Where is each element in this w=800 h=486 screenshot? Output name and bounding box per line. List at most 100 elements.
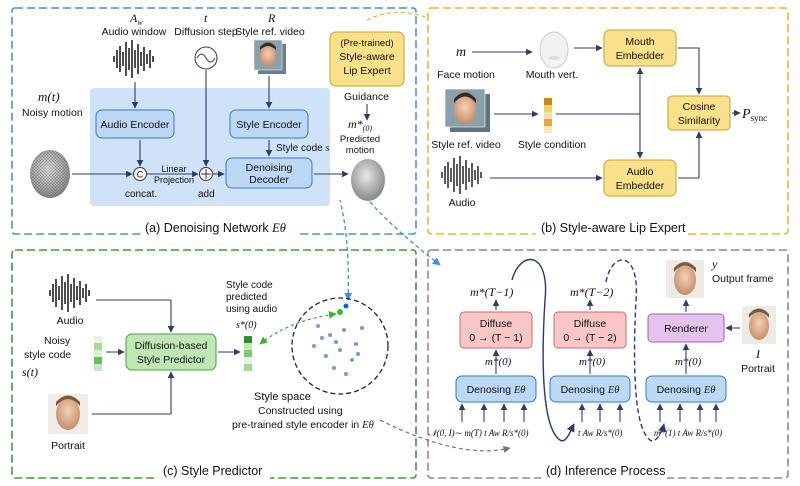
portrait-c-icon <box>48 394 88 434</box>
portrait-c-label: Portrait <box>51 440 85 452</box>
predicted-motion-label-1: Predicted <box>340 134 380 145</box>
diffuse-1-label: Diffuse <box>480 318 513 330</box>
noisy-motion-label: Noisy motion <box>22 107 83 119</box>
concat-label: concat. <box>125 189 157 200</box>
selected-style-point <box>337 309 343 315</box>
denoising-decoder-label-1: Denoising <box>246 162 293 174</box>
style-ref-video-b-label: Style ref. video <box>431 139 501 151</box>
noisy-motion-symbol: m(t) <box>38 89 60 104</box>
add-label: add <box>198 189 215 200</box>
noisy-style-bar <box>94 336 102 371</box>
lip-expert-label-3: Lip Expert <box>343 65 390 77</box>
guidance-label: Guidance <box>344 91 389 103</box>
concat-node <box>133 167 147 181</box>
portrait-d-icon <box>742 306 776 344</box>
noisy-style-symbol: s(t) <box>22 365 38 379</box>
audio-embedder-block <box>603 159 677 197</box>
inputs-2: t Aw R/s*(0) <box>578 428 622 438</box>
diffuse-1-range: 0 → (T − 1) <box>469 332 522 344</box>
style-space-points <box>312 324 364 376</box>
style-video-thumbnail <box>253 39 286 74</box>
noisy-style-label-1: Noisy <box>44 335 71 347</box>
panel-c-caption: (c) Style Predictor <box>163 464 262 478</box>
lip-expert-label-2: Style-aware <box>339 51 395 63</box>
style-space-line-2: pre-trained style encoder in Eθ <box>232 419 374 431</box>
cosine-label-2: Similarity <box>678 115 721 127</box>
predicted-motion-symbol: m*(0) <box>348 117 372 133</box>
audio-waveform-icon <box>113 40 154 78</box>
denoising-block-2 <box>549 375 631 403</box>
style-space-line-1: Constructed using <box>258 405 343 417</box>
style-predictor-label-2: Style Predictor <box>137 354 206 366</box>
pred-style-label-2: predicted <box>226 292 267 303</box>
m-t2-label: m*(T−2) <box>570 285 613 299</box>
m0-label-3: m*(0) <box>675 356 702 368</box>
pred-style-symbol: s*(0) <box>236 320 257 331</box>
style-encoder-label: Style Encoder <box>236 119 302 131</box>
noisy-mesh-icon <box>30 150 70 198</box>
renderer-label: Renderer <box>664 323 708 335</box>
m-t1-label: m*(T−1) <box>470 285 513 299</box>
style-predictor-label-1: Diffusion-based <box>135 340 208 352</box>
predicted-motion-label-2: motion <box>346 145 375 156</box>
audio-waveform-c-icon <box>49 274 90 312</box>
m0-label-1: m*(0) <box>485 356 512 368</box>
denoising-block-3 <box>645 375 727 403</box>
style-ref-video-b <box>444 88 490 132</box>
lip-expert-block <box>329 31 405 87</box>
cosine-label-1: Cosine <box>683 101 716 113</box>
audio-waveform-b-icon <box>441 156 482 194</box>
pred-style-bar <box>244 336 252 371</box>
style-predictor-block <box>125 333 217 371</box>
noisy-style-label-2: style code <box>24 349 71 361</box>
audio-b-label: Audio <box>449 197 476 209</box>
inputs-1: 𝒩(0, I)∼ m(T) t Aw R/s*(0) <box>428 428 529 438</box>
diffusion-step-symbol: t <box>204 11 208 25</box>
style-ref-label: Style ref. video <box>235 26 305 38</box>
m0-label-2: m*(0) <box>579 356 606 368</box>
input-arrows <box>458 403 720 422</box>
audio-encoder-block <box>95 109 175 139</box>
panel-a-caption: (a) Denoising Network Eθ <box>145 221 286 235</box>
lip-expert-label-1: (Pre-trained) <box>340 38 393 49</box>
denoising-block-1 <box>455 375 537 403</box>
portrait-i-symbol: I <box>755 347 761 361</box>
style-space-title: Style space <box>254 391 311 403</box>
predicted-mesh-icon <box>351 159 385 201</box>
mouth-embedder-label-2: Embedder <box>616 50 665 62</box>
panel-d-caption: (d) Inference Process <box>546 464 666 478</box>
style-code-label: Style code s <box>276 143 329 154</box>
face-motion-symbol: m <box>456 45 466 60</box>
mouth-vert-label: Mouth vert. <box>526 69 579 81</box>
audio-embedder-label-2: Embedder <box>616 180 665 192</box>
linear-projection-label-1: Linear <box>161 164 186 174</box>
denoising-decoder-label-2: Decoder <box>249 174 289 186</box>
panel-b-caption: (b) Style-aware Lip Expert <box>541 221 686 235</box>
panel-a-frame <box>11 7 417 235</box>
audio-window-symbol: Aw <box>129 11 143 27</box>
linear-projection-label-2: Projection <box>154 175 194 185</box>
audio-embedder-label-1: Audio <box>627 166 654 178</box>
denoising-decoder-block <box>225 157 313 189</box>
sine-wave-icon <box>194 46 218 70</box>
denoising-2-label: Denosing Eθ <box>561 384 620 396</box>
diffuse-2-range: 0 → (T − 2) <box>563 332 616 344</box>
denoising-3-label: Denosing Eθ <box>657 384 716 396</box>
inputs-3: m*(1) t Aw R/s*(0) <box>654 428 722 438</box>
mouth-embedder-block <box>603 29 677 67</box>
denoising-1-label: Denosing Eθ <box>467 384 526 396</box>
output-y-symbol: y <box>711 257 718 271</box>
style-condition-bar <box>544 98 552 133</box>
output-frame-label: Output frame <box>712 273 773 285</box>
diffuse-2-label: Diffuse <box>574 318 607 330</box>
mouth-embedder-label-1: Mouth <box>625 36 654 48</box>
renderer-block <box>647 313 725 343</box>
cosine-similarity-block <box>667 95 731 131</box>
pred-style-label-1: Style code <box>226 280 273 291</box>
concat-glyph: C <box>137 170 144 180</box>
diffuse-block-2 <box>553 311 627 349</box>
style-space-circle <box>291 297 389 395</box>
diffusion-step-label: Diffusion step <box>174 26 238 38</box>
diffuse-block-1 <box>459 311 533 349</box>
style-encoder-block <box>229 109 309 139</box>
